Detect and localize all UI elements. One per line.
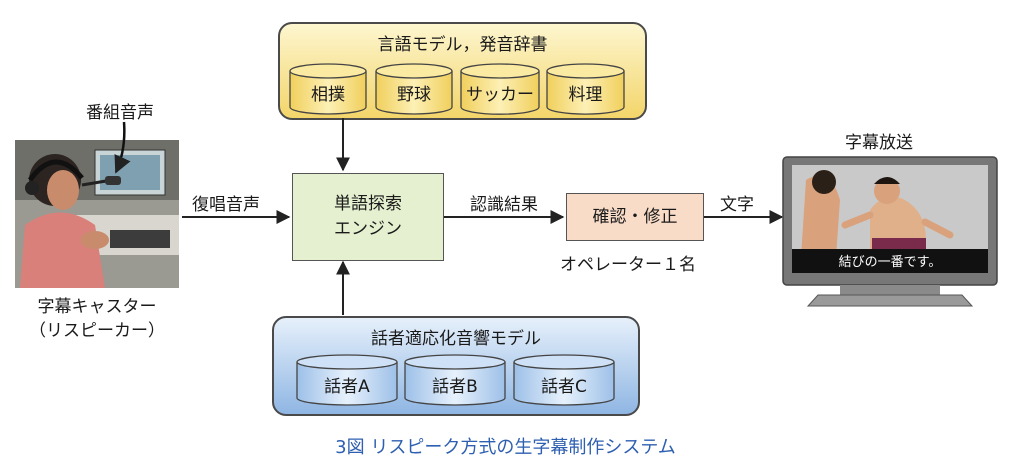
db-label-speaker-b: 話者B xyxy=(432,377,478,397)
tv-set xyxy=(782,156,998,307)
db-cylinder-cooking xyxy=(546,63,625,115)
engine-label-line2: エンジン xyxy=(334,219,402,239)
caster-name-label: 字幕キャスター xyxy=(37,297,157,317)
recognition-result-label: 認識結果 xyxy=(470,195,538,215)
db-label-soccer: サッカー xyxy=(466,85,534,105)
db-cylinder-speaker-a xyxy=(296,354,398,406)
figure-caption: 3図 リスピーク方式の生字幕制作システム xyxy=(335,437,676,458)
db-cylinder-baseball xyxy=(375,63,453,115)
program-audio-label: 番組音声 xyxy=(86,103,154,123)
arrow-program-audio xyxy=(114,121,131,174)
speaker-model-title: 話者適応化音響モデル xyxy=(371,329,541,349)
db-cylinder-soccer xyxy=(460,63,540,115)
confirm-correct-box: 確認・修正 xyxy=(566,193,704,241)
db-label-baseball: 野球 xyxy=(397,85,431,105)
operator-count-label: オペレーター１名 xyxy=(560,255,696,275)
engine-label-line1: 単語探索 xyxy=(334,194,402,215)
revoice-label: 復唱音声 xyxy=(192,195,260,215)
db-label-speaker-a: 話者A xyxy=(324,377,370,397)
db-label-cooking: 料理 xyxy=(568,85,603,105)
text-label: 文字 xyxy=(720,195,754,215)
caster-role-label: （リスピーカー） xyxy=(29,321,165,341)
db-label-sumo: 相撲 xyxy=(311,85,345,105)
db-cylinder-speaker-b xyxy=(404,354,506,406)
db-cylinder-speaker-c xyxy=(513,354,615,406)
subtitle-broadcast-label: 字幕放送 xyxy=(845,133,913,153)
confirm-correct-label: 確認・修正 xyxy=(592,206,678,227)
tv-subtitle-text: 結びの一番です。 xyxy=(838,255,942,270)
caster-photo xyxy=(15,140,179,288)
language-model-title: 言語モデル，発音辞書 xyxy=(377,35,548,55)
word-search-engine-box: 単語探索 エンジン xyxy=(292,173,444,261)
db-label-speaker-c: 話者C xyxy=(541,377,587,397)
db-cylinder-sumo xyxy=(289,63,367,115)
